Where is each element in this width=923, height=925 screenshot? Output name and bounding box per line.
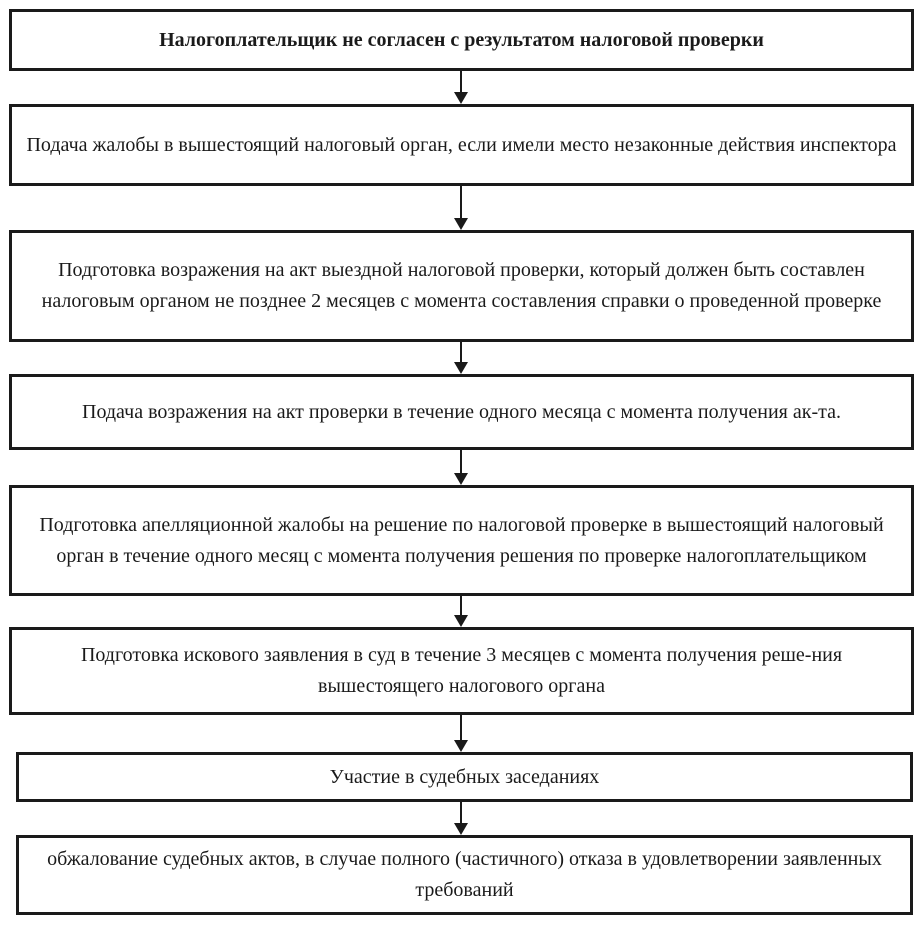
step-2-box: Подача жалобы в вышестоящий налоговый ор… bbox=[9, 104, 914, 186]
step-6-text: Подготовка искового заявления в суд в те… bbox=[80, 644, 843, 697]
step-1-text: Налогоплательщик не согласен с результат… bbox=[159, 28, 764, 51]
arrow-2 bbox=[451, 186, 471, 230]
arrow-6 bbox=[451, 715, 471, 752]
arrow-5 bbox=[451, 596, 471, 627]
step-4-text: Подача возражения на акт проверки в тече… bbox=[82, 400, 841, 423]
arrow-4 bbox=[451, 450, 471, 485]
step-2-text: Подача жалобы в вышестоящий налоговый ор… bbox=[26, 133, 897, 156]
step-1-box: Налогоплательщик не согласен с результат… bbox=[9, 9, 914, 71]
step-8-text: обжалование судебных актов, в случае пол… bbox=[47, 848, 882, 901]
step-8-box: обжалование судебных актов, в случае пол… bbox=[16, 835, 913, 915]
step-5-text: Подготовка апелляционной жалобы на решен… bbox=[39, 513, 884, 567]
arrow-7 bbox=[451, 802, 471, 835]
step-3-text: Подготовка возражения на акт выездной на… bbox=[41, 259, 882, 312]
step-5-box: Подготовка апелляционной жалобы на решен… bbox=[9, 485, 914, 596]
arrow-1 bbox=[451, 71, 471, 104]
arrow-3 bbox=[451, 342, 471, 374]
step-7-box: Участие в судебных заседаниях bbox=[16, 752, 913, 802]
step-7-text: Участие в судебных заседаниях bbox=[329, 765, 600, 788]
step-4-box: Подача возражения на акт проверки в тече… bbox=[9, 374, 914, 450]
step-3-box: Подготовка возражения на акт выездной на… bbox=[9, 230, 914, 342]
step-6-box: Подготовка искового заявления в суд в те… bbox=[9, 627, 914, 715]
